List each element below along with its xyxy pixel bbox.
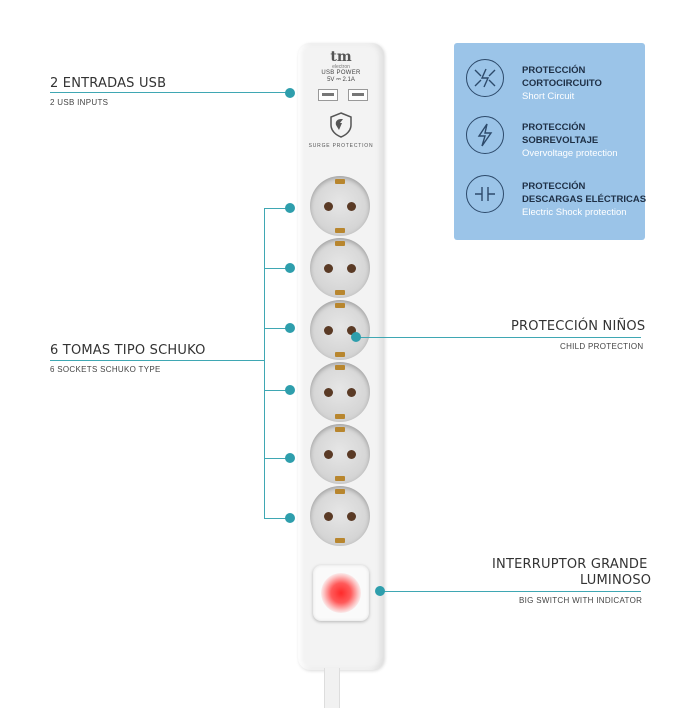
switch-callout-subtitle: BIG SWITCH WITH INDICATOR xyxy=(519,596,643,605)
usb-callout-dot xyxy=(285,88,295,98)
feature-subtitle: Overvoltage protection xyxy=(522,148,618,159)
switch-indicator-light xyxy=(321,573,361,613)
usb-port-1[interactable] xyxy=(318,89,338,101)
power-cable xyxy=(324,668,340,708)
schuko-socket-2[interactable] xyxy=(310,238,370,298)
bracket-tick-5 xyxy=(264,458,290,459)
usb-power-label: USB POWER xyxy=(321,70,361,76)
feature-title-line2: SOBREVOLTAJE xyxy=(522,135,599,146)
brand-logo-sub: electron xyxy=(332,64,350,70)
bracket-tick-2 xyxy=(264,268,290,269)
electric-shock-icon xyxy=(466,175,504,213)
schuko-socket-1[interactable] xyxy=(310,176,370,236)
switch-callout-title-line1: INTERRUPTOR GRANDE xyxy=(492,557,648,572)
usb-spec-label: 5V ⎓ 2.1A xyxy=(327,77,355,83)
usb-callout-title: 2 ENTRADAS USB xyxy=(50,76,167,91)
feature-subtitle: Electric Shock protection xyxy=(522,207,627,218)
features-panel: PROTECCIÓN CORTOCIRCUITO Short Circuit P… xyxy=(454,43,647,240)
socket-dot-2 xyxy=(285,263,295,273)
feature-title-line1: PROTECCIÓN xyxy=(522,122,586,133)
feature-subtitle: Short Circuit xyxy=(522,91,575,102)
usb-callout-subtitle: 2 USB INPUTS xyxy=(50,98,109,107)
schuko-socket-5[interactable] xyxy=(310,424,370,484)
usb-port-2[interactable] xyxy=(348,89,368,101)
sockets-callout-line xyxy=(50,360,264,361)
schuko-socket-4[interactable] xyxy=(310,362,370,422)
child-callout-subtitle: CHILD PROTECTION xyxy=(560,342,644,351)
child-callout-line xyxy=(356,337,641,338)
sockets-callout-subtitle: 6 SOCKETS SCHUKO TYPE xyxy=(50,365,161,374)
switch-callout-dot xyxy=(375,586,385,596)
surge-shield-icon xyxy=(329,111,353,139)
child-callout-dot xyxy=(351,332,361,342)
child-callout-title: PROTECCIÓN NIÑOS xyxy=(511,319,646,334)
power-strip: tm electron USB POWER 5V ⎓ 2.1A SURGE PR… xyxy=(298,43,384,670)
bracket-tick-3 xyxy=(264,328,290,329)
short-circuit-icon xyxy=(466,59,504,97)
socket-dot-3 xyxy=(285,323,295,333)
bracket-tick-4 xyxy=(264,390,290,391)
feature-title-line2: DESCARGAS ELÉCTRICAS xyxy=(522,194,647,205)
sockets-bracket-line xyxy=(264,208,265,519)
switch-callout-line xyxy=(380,591,641,592)
usb-callout-line xyxy=(50,92,290,93)
overvoltage-icon xyxy=(466,116,504,154)
socket-dot-5 xyxy=(285,453,295,463)
feature-title-line1: PROTECCIÓN xyxy=(522,181,586,192)
power-switch[interactable] xyxy=(313,565,369,621)
brand-logo: tm xyxy=(330,49,352,65)
schuko-socket-3[interactable] xyxy=(310,300,370,360)
socket-dot-1 xyxy=(285,203,295,213)
socket-dot-6 xyxy=(285,513,295,523)
surge-protection-label: SURGE PROTECTION xyxy=(308,143,374,149)
feature-title-line2: CORTOCIRCUITO xyxy=(522,78,602,89)
feature-title-line1: PROTECCIÓN xyxy=(522,65,586,76)
schuko-socket-6[interactable] xyxy=(310,486,370,546)
sockets-callout-title: 6 TOMAS TIPO SCHUKO xyxy=(50,343,206,358)
switch-callout-title-line2: LUMINOSO xyxy=(580,573,652,588)
bracket-tick-1 xyxy=(264,208,290,209)
bracket-tick-6 xyxy=(264,518,290,519)
socket-dot-4 xyxy=(285,385,295,395)
